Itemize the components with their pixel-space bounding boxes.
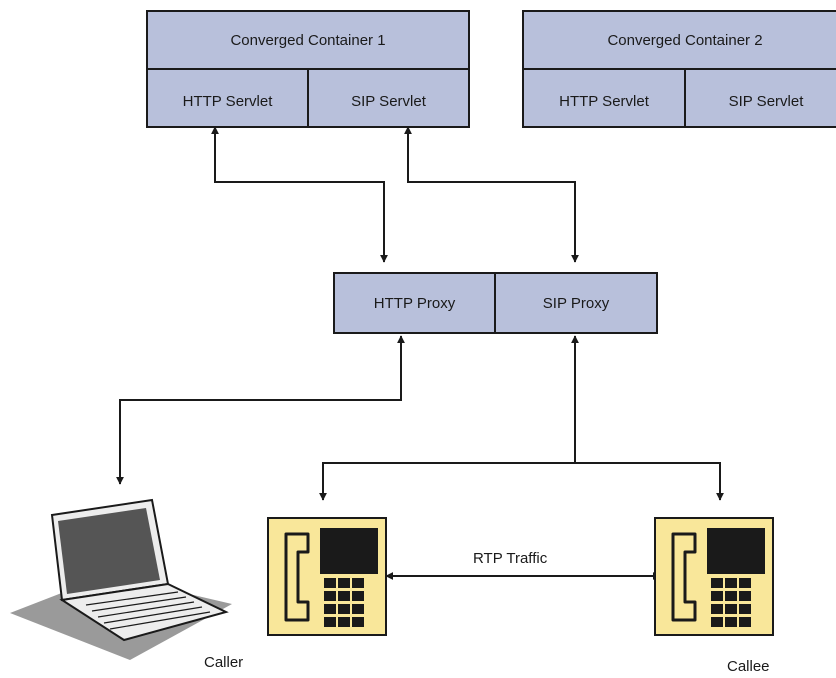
laptop-icon <box>10 498 232 660</box>
http-proxy: HTTP Proxy <box>333 272 496 334</box>
http-proxy-caller-connector <box>116 335 405 485</box>
container-1-sip-servlet: SIP Servlet <box>307 68 470 128</box>
sip-proxy: SIP Proxy <box>494 272 658 334</box>
desk-phone-icon <box>654 517 774 636</box>
caller-label: Caller <box>204 654 244 671</box>
sip-proxy-phone-branches <box>319 462 724 501</box>
sip-servlet-proxy-connector <box>404 126 579 263</box>
rtp-traffic-label: RTP Traffic <box>473 550 548 567</box>
desk-phone-icon <box>267 517 387 636</box>
http-servlet-proxy-connector <box>211 126 388 263</box>
container-2-title: Converged Container 2 <box>522 10 836 70</box>
callee-label: Callee <box>727 658 770 675</box>
container-2-http-servlet: HTTP Servlet <box>522 68 686 128</box>
container-1-http-servlet: HTTP Servlet <box>146 68 309 128</box>
container-2-sip-servlet: SIP Servlet <box>684 68 836 128</box>
container-1-title: Converged Container 1 <box>146 10 470 70</box>
